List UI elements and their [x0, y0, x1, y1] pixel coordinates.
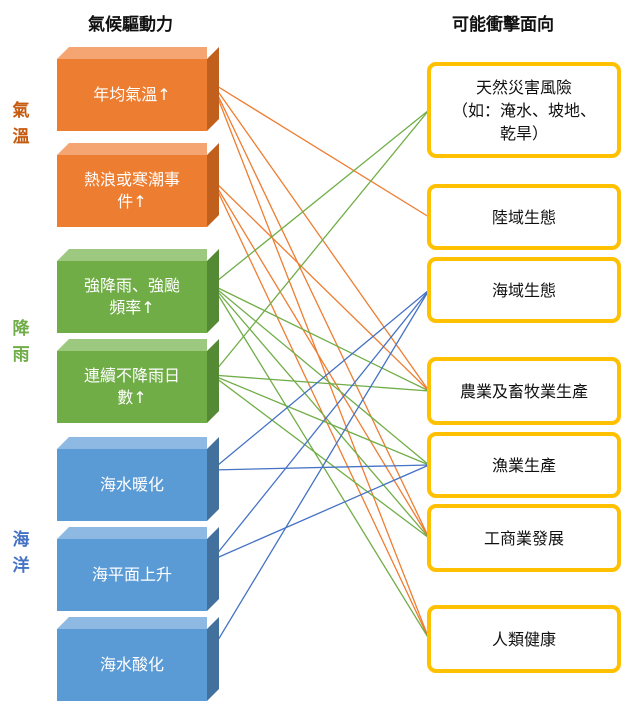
group-label-ocean: 海 洋 — [12, 530, 30, 576]
connector-d2-i4 — [211, 178, 430, 392]
connector-d1-i7 — [211, 82, 430, 640]
connector-d1-i4 — [211, 82, 430, 392]
connector-d3-i7 — [211, 284, 430, 640]
connector-d3-i5 — [211, 284, 430, 466]
group-label-temperature: 氣 溫 — [12, 101, 30, 147]
connector-d1-i6 — [211, 82, 430, 539]
driver-box-heat-cold-events: 熱浪或寒潮事件↑ — [57, 143, 219, 227]
drivers-heading: 氣候驅動力 — [88, 15, 173, 35]
connector-d4-i1 — [211, 109, 430, 376]
connector-d1-i2 — [211, 82, 430, 218]
connector-d3-i6 — [211, 284, 430, 539]
impact-box-marine-ecology: 海域生態 — [427, 257, 621, 323]
impact-box-industry-commerce: 工商業發展 — [427, 504, 621, 572]
driver-box-ocean-acidification: 海水酸化 — [57, 617, 219, 701]
connector-d4-i5 — [211, 374, 430, 466]
connector-d2-i6 — [211, 178, 430, 539]
connector-d3-i1 — [211, 109, 430, 286]
impact-box-natural-disaster-risk: 天然災害風險（如：淹水、坡地、乾旱） — [427, 62, 621, 158]
connector-d7-i3 — [211, 289, 430, 651]
driver-box-heavy-rain-typhoon: 強降雨、強颱頻率↑ — [57, 249, 219, 333]
impact-box-human-health: 人類健康 — [427, 605, 621, 673]
driver-box-ocean-warming: 海水暖化 — [57, 437, 219, 521]
driver-box-sea-level-rise: 海平面上升 — [57, 527, 219, 611]
driver-box-dry-days: 連續不降雨日數↑ — [57, 339, 219, 423]
connector-d6-i5 — [211, 464, 430, 561]
connector-d5-i3 — [211, 289, 430, 471]
connector-d5-i5 — [211, 464, 430, 471]
connector-d4-i4 — [211, 374, 430, 392]
impact-box-fishery: 漁業生產 — [427, 432, 621, 498]
driver-box-annual-temperature: 年均氣溫↑ — [57, 47, 219, 131]
group-label-rainfall: 降 雨 — [12, 319, 30, 365]
impact-box-terrestrial-ecology: 陸域生態 — [427, 184, 621, 250]
impacts-heading: 可能衝擊面向 — [452, 15, 554, 35]
connector-d3-i4 — [211, 284, 430, 392]
connector-d4-i6 — [211, 374, 430, 539]
impact-box-agriculture-livestock: 農業及畜牧業生產 — [427, 357, 621, 425]
connector-d2-i7 — [211, 178, 430, 640]
connector-d6-i3 — [211, 289, 430, 561]
